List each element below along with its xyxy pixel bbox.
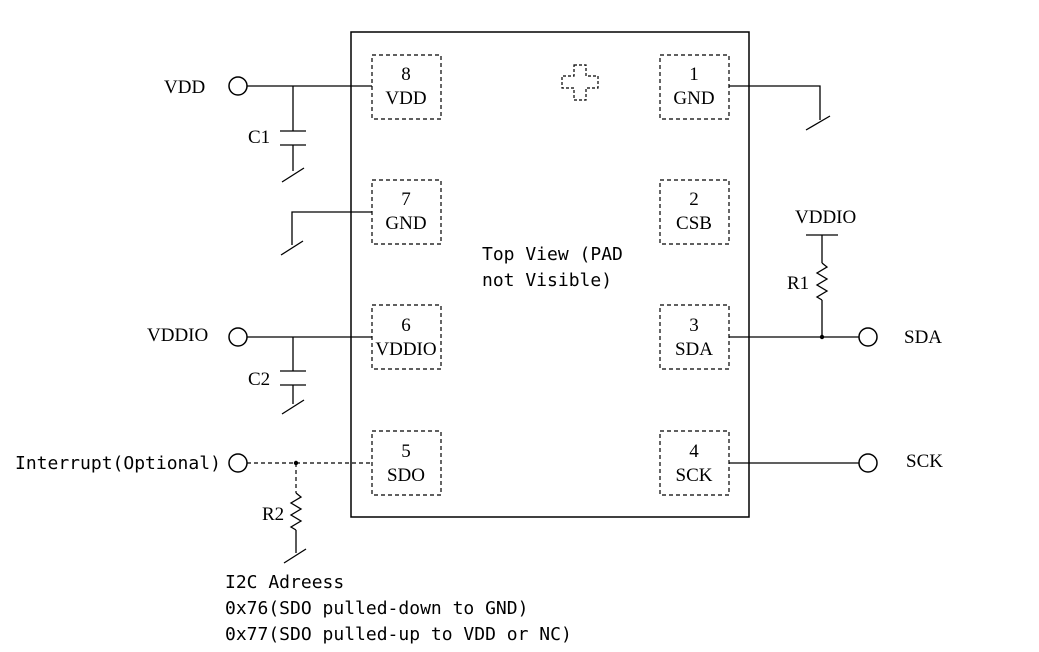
pad-number: 4 [689,441,699,462]
c1-label: C1 [248,127,270,148]
r1-resistor [815,262,829,301]
pad-name: SDO [387,465,425,486]
vdd-terminal-label: VDD [164,77,205,98]
interrupt-terminal [228,453,248,473]
i2c-address-note: 0x77(SDO pulled-up to VDD or NC) [225,624,572,645]
top-view-label: not Visible) [482,270,612,291]
pad-name: VDD [385,88,426,109]
pad-5: 5 SDO [371,430,442,496]
pad-number: 5 [401,441,411,462]
pad-7: 7 GND [371,179,442,245]
interrupt-terminal-label: Interrupt(Optional) [15,453,221,474]
pad-name: GND [385,213,426,234]
sck-terminal [858,453,878,473]
r2-resistor [289,492,303,531]
pad-2: 2 CSB [659,179,730,245]
orientation-cross-icon [561,64,599,101]
pad-6: 6 VDDIO [371,304,442,370]
pad-number: 6 [401,315,411,336]
pad-4: 4 SCK [659,430,730,496]
pad-name: CSB [676,213,712,234]
pad-number: 8 [401,64,411,85]
vdd-terminal [228,76,248,96]
sda-terminal-label: SDA [904,327,942,348]
gnd-wire [291,211,372,245]
sda-terminal [858,327,878,347]
r2-label: R2 [262,504,284,525]
pad-number: 2 [689,189,699,210]
pad-name: SCK [676,465,713,486]
ground-icon [281,167,305,183]
i2c-address-note: I2C Adreess [225,572,344,593]
vddio-terminal [228,327,248,347]
top-view-label: Top View (PAD [482,244,623,265]
pad-number: 3 [689,315,699,336]
pad-1: 1 GND [659,54,730,120]
pad-number: 7 [401,189,411,210]
r1-label: R1 [787,273,809,294]
ground-icon [805,115,831,131]
ground-icon [280,240,304,256]
gnd-wire [729,85,821,120]
pad-name: SDA [675,339,713,360]
chip-outline [350,31,750,518]
ground-icon [281,399,305,415]
ground-icon [283,548,307,564]
sck-terminal-label: SCK [906,451,943,472]
pad-name: VDDIO [375,339,436,360]
c2-label: C2 [248,369,270,390]
junction-dot [819,334,825,340]
pad-number: 1 [689,64,699,85]
vddio-terminal-label: VDDIO [147,325,208,346]
pad-name: GND [673,88,714,109]
pad-8: 8 VDD [371,54,442,120]
pad-3: 3 SDA [659,304,730,370]
i2c-address-note: 0x76(SDO pulled-down to GND) [225,598,528,619]
vddio-supply-label: VDDIO [795,207,856,228]
